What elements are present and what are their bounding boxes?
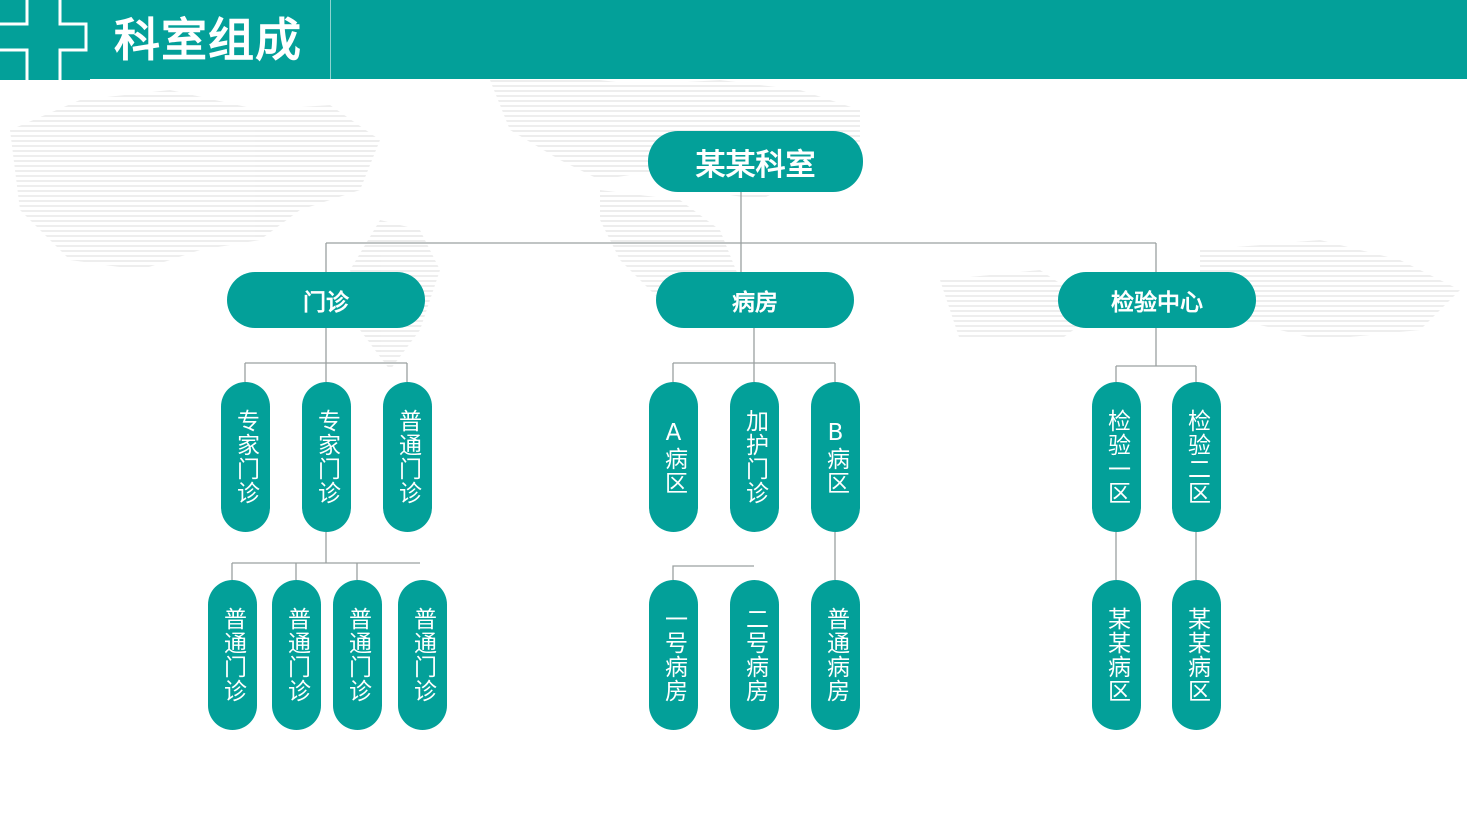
node-ward-zone-1: 某某病区 (1092, 580, 1141, 730)
node-intensive-clinic: 加护门诊 (730, 382, 779, 532)
node-room-1: 一号病房 (649, 580, 698, 730)
title-panel (86, 0, 331, 79)
branch-lab-center: 检验中心 (1058, 272, 1256, 328)
node-expert-clinic-1: 专家门诊 (221, 382, 270, 532)
node-general-clinic-c: 普通门诊 (333, 580, 382, 730)
node-ward-b: B病区 (811, 382, 860, 532)
page-title: 科室组成 (114, 13, 302, 67)
node-general-clinic-a: 普通门诊 (208, 580, 257, 730)
node-expert-clinic-2: 专家门诊 (302, 382, 351, 532)
node-room-2: 二号病房 (730, 580, 779, 730)
node-ward-a: A病区 (649, 382, 698, 532)
node-general-clinic-b: 普通门诊 (272, 580, 321, 730)
branch-ward: 病房 (656, 272, 854, 328)
node-general-clinic-d: 普通门诊 (398, 580, 447, 730)
org-root-node: 某某科室 (648, 131, 863, 192)
node-general-room: 普通病房 (811, 580, 860, 730)
node-general-clinic: 普通门诊 (383, 382, 432, 532)
node-lab-zone-2: 检验二区 (1172, 382, 1221, 532)
branch-outpatient: 门诊 (227, 272, 425, 328)
node-lab-zone-1: 检验一区 (1092, 382, 1141, 532)
node-ward-zone-2: 某某病区 (1172, 580, 1221, 730)
medical-cross-icon (0, 0, 90, 80)
